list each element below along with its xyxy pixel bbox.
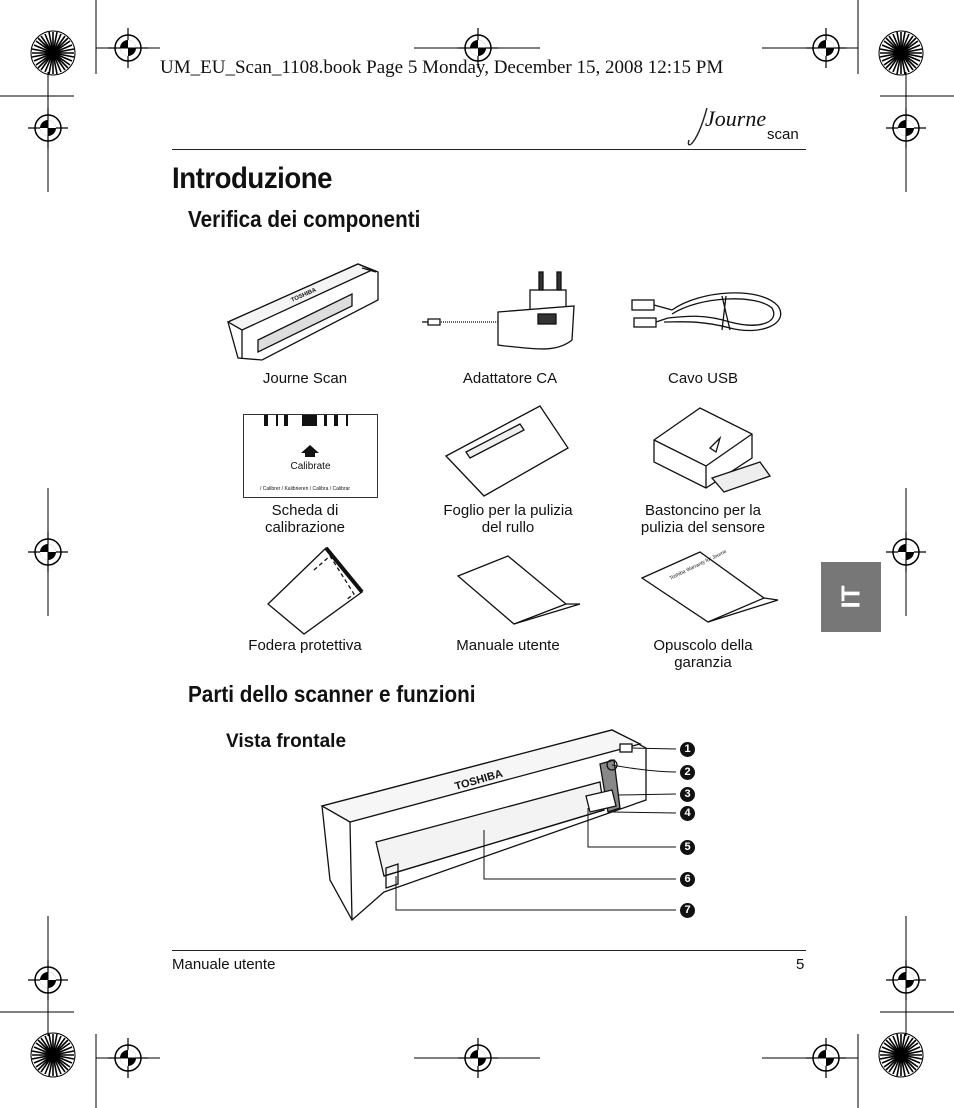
footer-title: Manuale utente [172,956,276,973]
scanner-illustration: TOSHIBA [226,263,379,361]
footer-rule [172,950,806,951]
caption-manual: Manuale utente [456,637,560,654]
callout-6: 6 [680,872,695,887]
ac-adapter-illustration [422,271,575,350]
language-tab: IT [821,562,881,632]
sleeve-illustration [267,546,364,635]
section-heading-parts: Parti dello scanner e funzioni [188,681,476,707]
warranty-illustration [640,551,779,623]
callout-2: 2 [680,765,695,780]
usb-cable-illustration [631,292,782,332]
caption-journe-scan: Journe Scan [262,370,348,387]
logo-swoosh-icon [687,107,708,146]
brand-logo: Journe scan [685,104,810,150]
callout-1: 1 [680,742,695,757]
callout-3: 3 [680,787,695,802]
caption-ac-adapter: Adattatore CA [462,370,558,387]
section-heading-components: Verifica dei componenti [188,206,421,232]
calibration-barcode-icon [264,415,348,457]
cleaning-sheet-illustration [444,405,569,497]
calibration-card: Calibrate / Calibrer / Kalibrieren / Cal… [243,414,378,498]
sensor-swab-illustration [653,407,772,493]
manual-illustration [456,555,581,625]
caption-usb-cable: Cavo USB [667,370,739,387]
logo-sub: scan [767,126,799,143]
caption-sleeve: Fodera protettiva [248,637,362,654]
header-rule [172,149,806,150]
callout-5: 5 [680,840,695,855]
logo-script: Journe [705,106,767,131]
calibration-fine-print: / Calibrer / Kalibrieren / Calibra / Cal… [260,486,351,492]
subheading-front-view: Vista frontale [226,731,347,752]
callout-7: 7 [680,903,695,918]
print-header: UM_EU_Scan_1108.book Page 5 Monday, Dece… [160,57,724,78]
calibration-label: Calibrate [290,461,331,472]
callout-4: 4 [680,806,695,821]
page-title: Introduzione [172,162,333,195]
page-number: 5 [796,956,805,973]
